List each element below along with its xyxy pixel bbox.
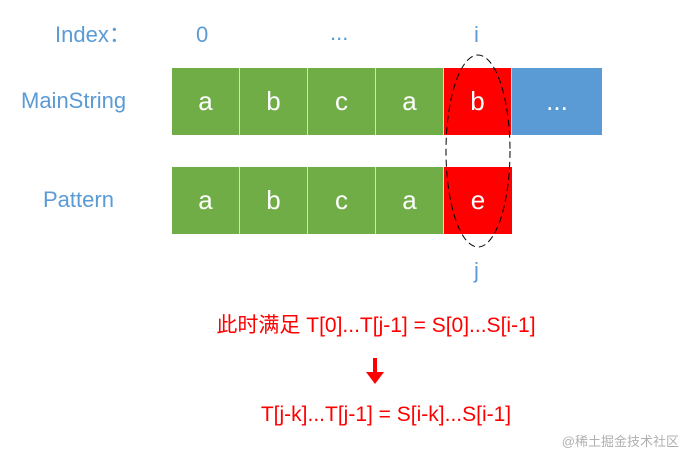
pattern-row: a b c a e xyxy=(172,167,512,234)
main-cell-mismatch: b xyxy=(444,68,512,135)
formula-result: T[j-k]...T[j-1] = S[i-k]...S[i-1] xyxy=(260,403,512,426)
main-cell: a xyxy=(376,68,444,135)
pattern-cell: a xyxy=(376,167,444,234)
index-label: Index： xyxy=(55,22,131,47)
index-i: i xyxy=(474,22,479,47)
index-ellipsis: ... xyxy=(330,20,349,45)
index-zero: 0 xyxy=(196,22,209,47)
main-cell: c xyxy=(308,68,376,135)
pattern-label: Pattern xyxy=(43,187,114,212)
pattern-cell: a xyxy=(172,167,240,234)
pattern-cell: b xyxy=(240,167,308,234)
pattern-cell: c xyxy=(308,167,376,234)
main-cell: b xyxy=(240,68,308,135)
formula-condition: 此时满足 T[0]...T[j-1] = S[0]...S[i-1] xyxy=(216,314,536,337)
main-string-row: a b c a b ... xyxy=(172,68,602,135)
main-cell: a xyxy=(172,68,240,135)
main-cell-rest: ... xyxy=(512,68,602,135)
watermark: @稀土掘金技术社区 xyxy=(561,434,679,449)
index-j: j xyxy=(474,258,479,283)
pattern-cell-mismatch: e xyxy=(444,167,512,234)
main-string-label: MainString xyxy=(21,88,127,113)
down-arrow-icon xyxy=(366,358,384,384)
